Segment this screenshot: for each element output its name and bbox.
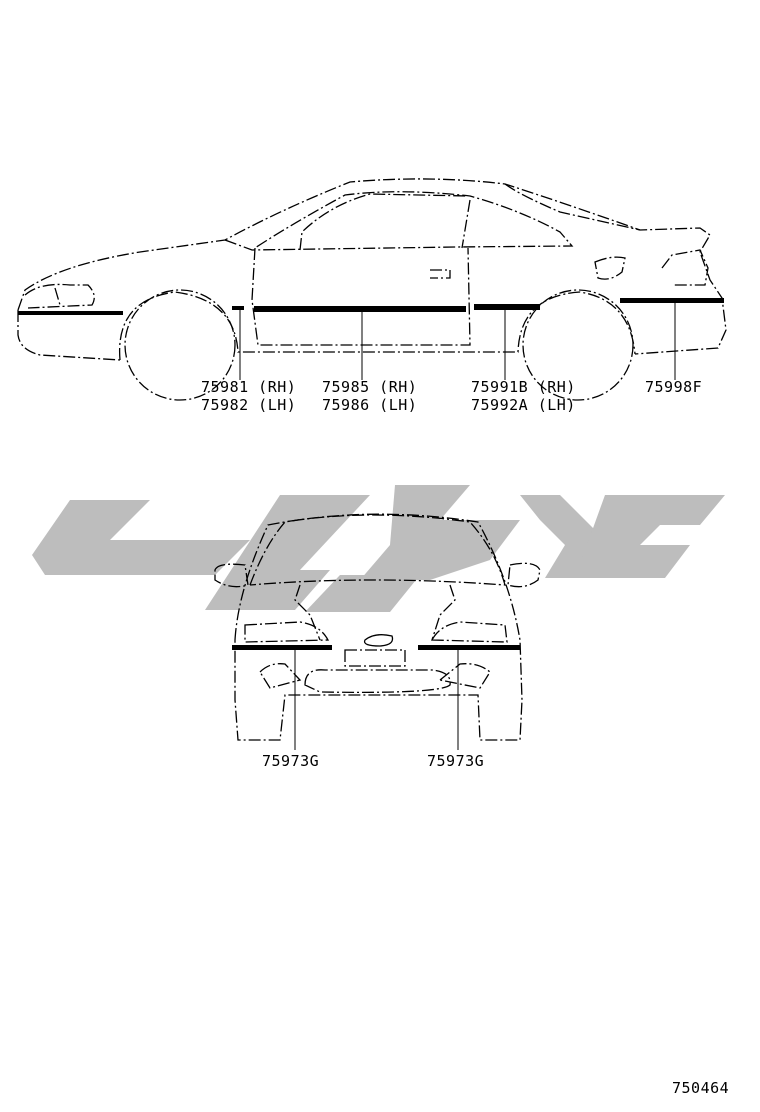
part-number-rh: 75985 (RH): [322, 378, 418, 396]
part-number: 75973G: [262, 752, 320, 770]
figure-number: 750464: [672, 1079, 730, 1097]
part-number-lh: 75992A (LH): [471, 396, 576, 414]
part-number-lh: 75982 (LH): [201, 396, 297, 414]
rear-view-car: [214, 513, 541, 750]
part-label-75973g-left: 75973G: [262, 752, 319, 770]
part-number: 75998F: [645, 378, 703, 396]
part-number-lh: 75986 (LH): [322, 396, 418, 414]
part-label-75973g-right: 75973G: [427, 752, 484, 770]
part-number: 75973G: [427, 752, 485, 770]
side-view-car: [17, 178, 727, 401]
part-number-rh: 75991B (RH): [471, 378, 576, 396]
part-number-rh: 75981 (RH): [201, 378, 297, 396]
part-label-75985-75986: 75985 (RH) 75986 (LH): [322, 378, 417, 414]
part-label-75991b-75992a: 75991B (RH) 75992A (LH): [471, 378, 576, 414]
watermark-logo: [32, 485, 725, 612]
part-label-75981-75982: 75981 (RH) 75982 (LH): [201, 378, 296, 414]
part-label-75998f: 75998F: [645, 378, 702, 396]
